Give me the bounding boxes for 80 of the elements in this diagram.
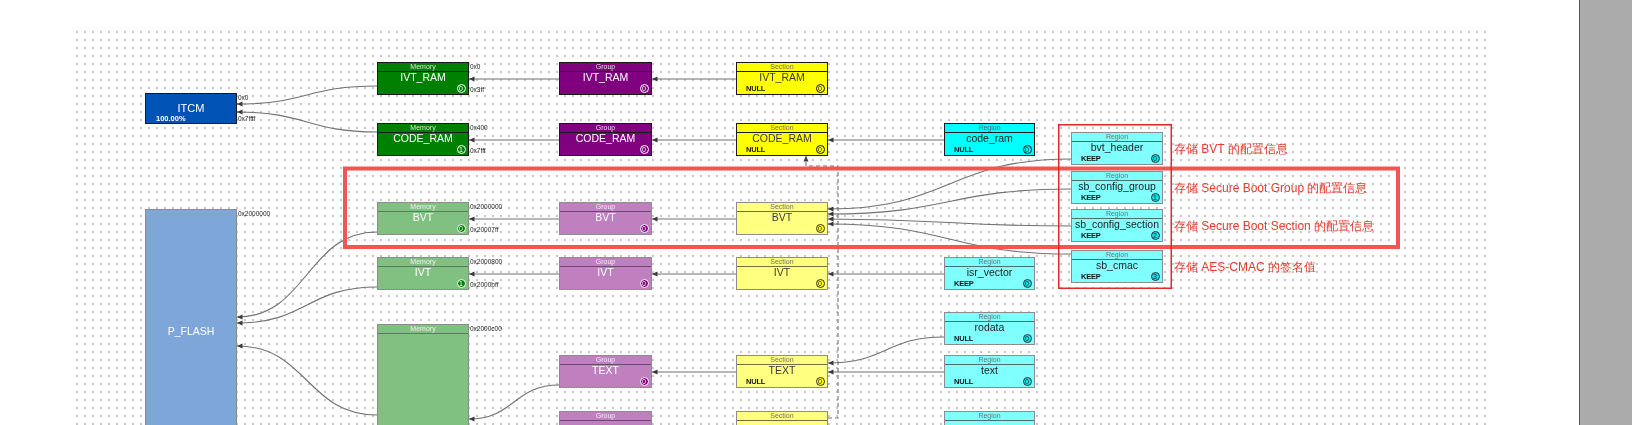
node-title: code_ram [966, 133, 1013, 145]
arrow [827, 188, 1072, 217]
memory-device-box [145, 93, 237, 124]
arrow [236, 109, 378, 133]
node-title: sb_config_group [1078, 181, 1156, 193]
group-box [559, 411, 652, 425]
arrow [827, 336, 945, 366]
node-title: CODE_RAM [752, 133, 812, 145]
node-title: sb_config_section [1074, 219, 1160, 231]
section-box [736, 257, 828, 290]
arrow [236, 286, 378, 326]
memory-device-box [145, 209, 237, 425]
group-box [559, 123, 652, 156]
node-title: IVT_RAM [400, 72, 446, 84]
arrow [468, 216, 560, 222]
section-box [736, 411, 828, 425]
arrow [236, 85, 378, 107]
node-title: IVT [414, 267, 432, 279]
region-box [944, 355, 1035, 388]
node-title: sb_cmac [1096, 260, 1138, 272]
arrow [468, 137, 560, 143]
memory-box [377, 324, 469, 425]
annotation-text: 存储 BVT 的配置信息 [1174, 140, 1288, 157]
arrow [827, 158, 1072, 212]
region-box [944, 123, 1035, 156]
node-title: isr_vector [966, 267, 1013, 279]
memory-box [377, 123, 469, 156]
arrow [827, 137, 945, 143]
node-title: BVT [771, 212, 793, 224]
section-box [736, 123, 828, 156]
region-box [1071, 132, 1163, 165]
node-title: IVT [597, 267, 614, 279]
arrow [827, 271, 945, 277]
arrow [651, 216, 737, 222]
arrow [827, 216, 1072, 227]
node-title: TEXT [592, 365, 619, 377]
memory-box [377, 257, 469, 290]
node-title: IVT_RAM [759, 72, 805, 84]
group-box [559, 62, 652, 95]
section-box [736, 62, 828, 95]
group-box [559, 355, 652, 388]
region-box [944, 312, 1035, 345]
node-title: TEXT [768, 365, 796, 377]
region-box [1071, 250, 1163, 283]
arrow [468, 384, 560, 422]
arrow [651, 76, 737, 82]
arrow [651, 137, 737, 143]
section-box [736, 202, 828, 235]
arrow [468, 271, 560, 277]
section-box [736, 355, 828, 388]
region-box [944, 257, 1035, 290]
arrow [236, 231, 378, 319]
node-title: text [981, 365, 998, 377]
annotation-text: 存储 Secure Boot Group 的配置信息 [1174, 179, 1368, 196]
arrow [236, 344, 378, 416]
group-box [559, 257, 652, 290]
node-title: ITCM [177, 103, 205, 115]
annotation-text: 存储 AES-CMAC 的签名值 [1174, 258, 1316, 275]
region-box [944, 411, 1035, 425]
group-box [559, 202, 652, 235]
dashed-arrow [803, 155, 839, 419]
node-title: BVT [595, 212, 616, 224]
arrow [651, 369, 737, 375]
node-title: IVT [773, 267, 791, 279]
node-title: rodata [974, 322, 1005, 334]
arrow [651, 271, 737, 277]
arrow [827, 369, 945, 375]
arrow [468, 76, 560, 82]
node-title: bvt_header [1090, 142, 1144, 154]
node-title: CODE_RAM [575, 133, 636, 145]
region-box [1071, 209, 1163, 242]
node-title: CODE_RAM [393, 133, 453, 145]
memory-box [377, 202, 469, 235]
node-title: P_FLASH [167, 326, 215, 338]
annotation-text: 存储 Secure Boot Section 的配置信息 [1174, 217, 1375, 234]
node-title: IVT_RAM [582, 72, 629, 84]
arrow [827, 221, 1072, 255]
region-box [1071, 171, 1163, 204]
memory-box [377, 62, 469, 95]
node-title: BVT [412, 212, 434, 224]
